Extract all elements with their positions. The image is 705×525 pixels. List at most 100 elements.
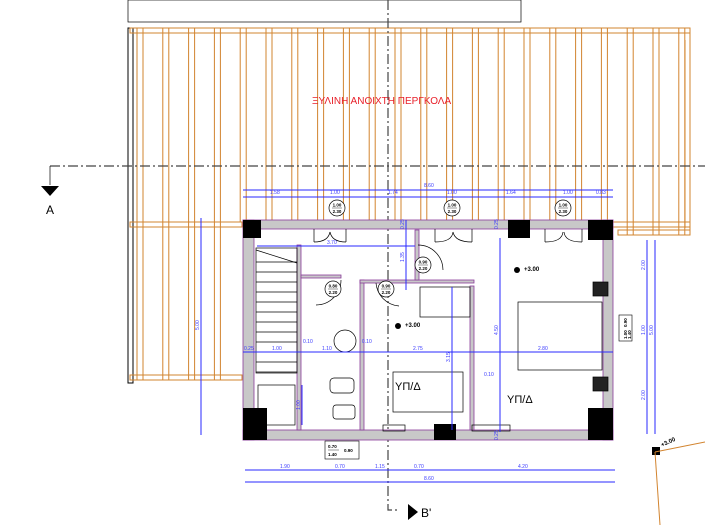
interior-dimensions: 3.70 1.35 0.25 0.25 4.50 3.15 0.25 1.00 …: [243, 219, 613, 440]
door-tag-height: 2.30: [559, 209, 568, 214]
door-tag-width: 0.90: [382, 284, 391, 289]
svg-text:1.74: 1.74: [388, 190, 398, 196]
house-walls: [242, 219, 614, 441]
svg-text:4.20: 4.20: [518, 464, 528, 470]
pergola-slat: [575, 27, 583, 223]
pergola-slat: [652, 27, 660, 236]
door-tag: 1.00 2.30: [328, 199, 346, 217]
door-tag-width: 1.00: [448, 203, 457, 208]
svg-text:2.00: 2.00: [641, 260, 647, 270]
svg-text:2.00: 2.00: [641, 390, 647, 400]
section-b-label: B': [421, 506, 431, 520]
pergola-slat: [342, 27, 350, 223]
pergola-slat: [136, 27, 144, 381]
dim-total: 8.60: [424, 183, 434, 189]
svg-text:1.40: 1.40: [328, 452, 337, 457]
door-tag-height: 2.20: [329, 290, 338, 295]
pergola-slat: [420, 27, 428, 223]
elevation-marker-icon: [395, 323, 401, 329]
door-tags: 1.00 2.30 1.00 2.30 1.00 2.30 0.90 2.20 …: [324, 199, 572, 298]
elevation-marker-icon: [514, 267, 520, 273]
door-tag-width: 1.00: [333, 203, 342, 208]
pergola-slat: [188, 27, 196, 381]
bottom-dimensions: 1.90 0.70 1.15 0.70 4.20 8.60: [245, 464, 615, 483]
svg-text:1.00: 1.00: [563, 190, 573, 196]
door-tag: 0.80 2.20: [324, 280, 342, 298]
svg-text:3.70: 3.70: [327, 240, 337, 246]
svg-text:1.10: 1.10: [322, 346, 332, 352]
door-tag: 1.00 2.30: [554, 199, 572, 217]
door-tag-height: 2.30: [333, 209, 342, 214]
svg-text:0.25: 0.25: [494, 219, 500, 229]
room-label-bedroom-2: ΥΠ/Δ: [507, 394, 533, 406]
svg-text:0.70: 0.70: [335, 464, 345, 470]
side-window-tag: 1.00 1.40 0.90: [618, 314, 633, 342]
svg-text:0.10: 0.10: [362, 339, 372, 345]
corner-elevation-marker-icon: [652, 447, 660, 455]
site-boundary: [654, 441, 705, 525]
svg-text:1.40: 1.40: [627, 330, 632, 339]
pergola-slat: [497, 27, 505, 223]
pergola-slat: [368, 27, 376, 223]
pergola-label: ΞΥΛΙΝΗ ΑΝΟΙΧΤΗ ΠΕΡΓΚΟΛΑ: [312, 96, 451, 107]
window-tag: 0.70 1.40 0.90: [324, 440, 360, 460]
pergola-slat: [471, 27, 479, 223]
svg-text:3.15: 3.15: [446, 352, 452, 362]
svg-text:0.25: 0.25: [494, 430, 500, 440]
svg-text:1.58: 1.58: [270, 190, 280, 196]
doors: [313, 229, 583, 307]
svg-text:1.00: 1.00: [296, 400, 302, 410]
fixtures: [257, 281, 609, 432]
door-tag-width: 0.90: [419, 260, 428, 265]
door-tag-width: 0.80: [329, 284, 338, 289]
door-tag-width: 1.00: [559, 203, 568, 208]
svg-text:1.00: 1.00: [272, 346, 282, 352]
upper-structure-outline: [127, 0, 522, 23]
wardrobe: [419, 286, 471, 318]
elevation-label: +3.00: [405, 323, 421, 329]
pergola-slat: [626, 27, 634, 236]
svg-text:8.60: 8.60: [424, 476, 434, 482]
svg-text:0.10: 0.10: [484, 372, 494, 378]
door-tag-height: 2.20: [419, 266, 428, 271]
pergola-slat: [213, 27, 221, 381]
right-dimensions: 2.00 1.00 2.00 5.00: [641, 240, 656, 434]
svg-text:1.90: 1.90: [280, 464, 290, 470]
pergola-slat: [239, 27, 247, 223]
elevation-label: +3.00: [524, 267, 540, 273]
staircase: [255, 247, 298, 374]
pergola-slat: [162, 27, 170, 381]
section-a-label: A: [46, 203, 54, 217]
toilet: [329, 377, 355, 394]
svg-text:0.70: 0.70: [328, 444, 337, 449]
pergola-back-outline: [127, 27, 134, 384]
section-a-arrow-icon: [41, 186, 59, 196]
door-tag-height: 2.30: [448, 209, 457, 214]
bidet: [332, 404, 356, 420]
room-label-bedroom-1: ΥΠ/Δ: [395, 381, 421, 393]
svg-text:1.00: 1.00: [330, 190, 340, 196]
svg-text:0.25: 0.25: [400, 219, 406, 229]
svg-text:1.00: 1.00: [641, 325, 647, 335]
pergola-slat: [678, 27, 686, 236]
svg-text:0.25: 0.25: [244, 346, 254, 352]
elevation-label: +3.00: [660, 437, 677, 449]
left-dimension: 5.00: [195, 320, 201, 330]
svg-text:0.90: 0.90: [344, 448, 353, 453]
svg-text:5.00: 5.00: [649, 325, 655, 335]
door-tag: 0.90 2.20: [414, 256, 432, 274]
bed-double: [517, 301, 603, 371]
top-dimensions: 8.60 1.58 1.00 1.74 1.00 1.64 1.00 0.83: [243, 183, 613, 198]
shower-tray: [257, 384, 296, 426]
svg-text:1.64: 1.64: [506, 190, 516, 196]
svg-text:0.90: 0.90: [623, 318, 628, 327]
svg-text:2.80: 2.80: [538, 346, 548, 352]
svg-text:0.83: 0.83: [596, 190, 606, 196]
svg-text:0.70: 0.70: [414, 464, 424, 470]
washbasin: [333, 329, 357, 353]
section-b-arrow-icon: [408, 504, 418, 520]
door-tag: 0.90 2.20: [377, 280, 395, 298]
svg-text:1.00: 1.00: [623, 330, 628, 339]
pergola-slat: [291, 27, 299, 223]
